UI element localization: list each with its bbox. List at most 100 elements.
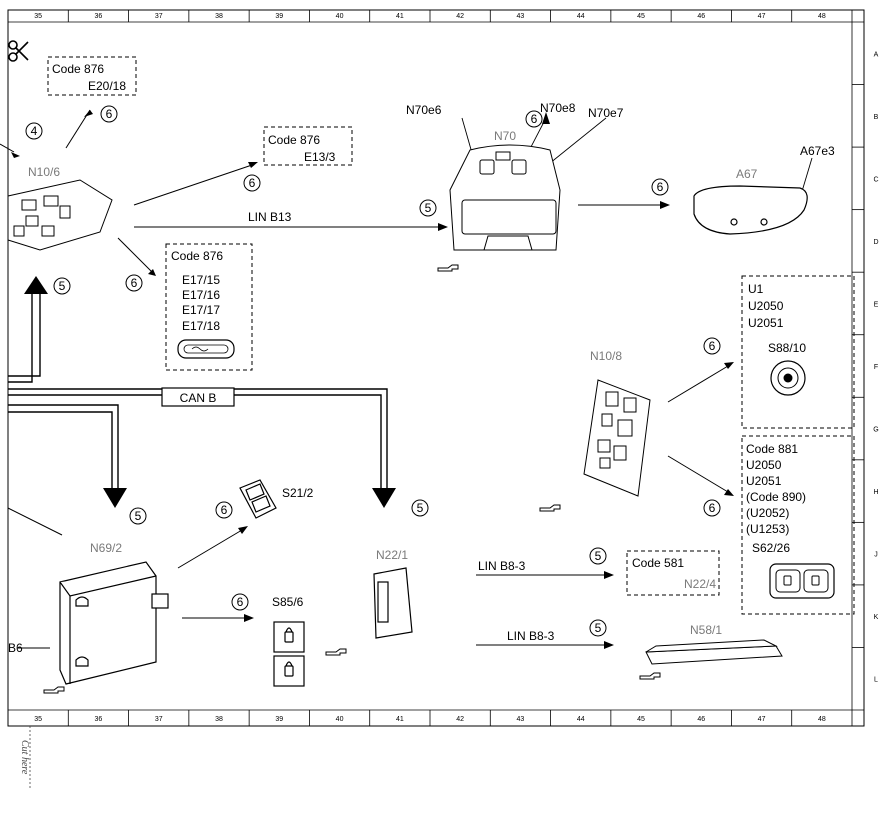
- marker-6: 6: [703, 337, 721, 355]
- marker-5: 5: [589, 547, 607, 565]
- svg-text:5: 5: [135, 509, 142, 523]
- hand-pointer-icon: [539, 504, 561, 512]
- marker-6: 6: [215, 501, 233, 519]
- code-box-e13-3: Code 876 E13/3: [263, 126, 353, 166]
- grid-column-label: 40: [336, 13, 344, 20]
- svg-text:5: 5: [595, 549, 602, 563]
- svg-text:U2050: U2050: [746, 458, 782, 472]
- n58-1-panel-icon: [645, 639, 783, 665]
- svg-text:6: 6: [657, 180, 664, 194]
- svg-text:Code 881: Code 881: [746, 442, 798, 456]
- grid-column-label: 45: [637, 13, 645, 20]
- marker-6: 6: [100, 105, 118, 123]
- svg-text:6: 6: [221, 503, 228, 517]
- grid-column-label: 48: [818, 716, 826, 723]
- lin-b8-3-label-a: LIN B8-3: [478, 559, 526, 573]
- label-s85-6: S85/6: [272, 595, 304, 609]
- a67-mirror-icon: [693, 185, 808, 235]
- grid-row-label: C: [873, 176, 878, 183]
- code-box-e17: Code 876 E17/15 E17/16 E17/17 E17/18: [165, 243, 253, 371]
- arrowhead-up: [24, 276, 48, 294]
- can-bus-label: CAN B: [180, 391, 217, 405]
- svg-text:6: 6: [709, 501, 716, 515]
- marker-5: 5: [129, 507, 147, 525]
- svg-text:Code 876: Code 876: [52, 62, 104, 76]
- code-box-code881: Code 881 U2050 U2051 (Code 890) (U2052) …: [741, 435, 855, 615]
- grid-column-label: 42: [456, 13, 464, 20]
- grid-row-label: G: [873, 427, 878, 434]
- marker-6: 6: [651, 178, 669, 196]
- grid-column-label: 35: [34, 716, 42, 723]
- svg-text:4: 4: [31, 124, 38, 138]
- marker-5: 5: [589, 619, 607, 637]
- label-a67e3: A67e3: [800, 144, 835, 158]
- n69-2-module-icon: [59, 561, 169, 685]
- grid-column-label: 39: [275, 716, 283, 723]
- hand-pointer-icon: [325, 648, 347, 656]
- grid-column-label: 48: [818, 13, 826, 20]
- grid-column-label: 41: [396, 13, 404, 20]
- svg-text:5: 5: [595, 621, 602, 635]
- label-s88-10: S88/10: [768, 341, 806, 355]
- grid-column-label: 37: [155, 716, 163, 723]
- grid-column-label: 39: [275, 13, 283, 20]
- drawing-frame: [7, 9, 865, 727]
- n10-8-module-icon: [583, 379, 651, 497]
- svg-text:(U2052): (U2052): [746, 506, 789, 520]
- svg-text:N22/4: N22/4: [684, 577, 716, 591]
- arrowhead-n69-2: [103, 488, 127, 508]
- grid-column-label: 43: [517, 13, 525, 20]
- can-bus-label-box: [161, 387, 235, 407]
- grid-column-ticks: 3535363637373838393940404141424243434444…: [34, 10, 826, 726]
- grid-column-label: 46: [697, 716, 705, 723]
- hand-pointer-icon: [437, 264, 459, 272]
- svg-text:E17/17: E17/17: [182, 303, 220, 317]
- svg-text:Code 876: Code 876: [171, 249, 223, 263]
- svg-text:U2051: U2051: [746, 474, 782, 488]
- label-n10-8: N10/8: [590, 349, 622, 363]
- svg-text:Code 581: Code 581: [632, 556, 684, 570]
- svg-text:E13/3: E13/3: [304, 150, 336, 164]
- label-s21-2: S21/2: [282, 486, 314, 500]
- marker-6: 6: [231, 593, 249, 611]
- code-box-code581: Code 581 N22/4: [626, 550, 720, 596]
- grid-column-label: 43: [517, 716, 525, 723]
- svg-text:5: 5: [425, 201, 432, 215]
- grid-row-label: A: [874, 51, 879, 58]
- svg-text:Code 876: Code 876: [268, 133, 320, 147]
- svg-text:(U1253): (U1253): [746, 522, 789, 536]
- svg-text:5: 5: [417, 501, 424, 515]
- code-box-u1: U1 U2050 U2051: [741, 275, 855, 429]
- grid-column-label: 41: [396, 716, 404, 723]
- grid-row-label: B: [874, 114, 879, 121]
- s88-10-switch-icon: [770, 360, 806, 396]
- svg-text:U1: U1: [748, 282, 764, 296]
- grid-row-label: L: [874, 677, 878, 684]
- label-n70e7: N70e7: [588, 106, 624, 120]
- label-n10-6: N10/6: [28, 165, 60, 179]
- marker-6: 6: [525, 110, 543, 128]
- s85-6-switch-icon: [273, 621, 305, 687]
- svg-text:6: 6: [249, 176, 256, 190]
- marker-5: 5: [419, 199, 437, 217]
- svg-text:6: 6: [531, 112, 538, 126]
- n70-overhead-panel-icon: [449, 144, 561, 251]
- grid-row-label: H: [873, 489, 878, 496]
- cut-here-label: Cut here: [19, 740, 30, 775]
- label-a67: A67: [736, 167, 758, 181]
- svg-text:E17/15: E17/15: [182, 273, 220, 287]
- arrowhead-n22-1: [372, 488, 396, 508]
- svg-text:U2050: U2050: [748, 299, 784, 313]
- svg-text:(Code 890): (Code 890): [746, 490, 806, 504]
- n10-6-module-icon: [7, 179, 113, 251]
- svg-text:6: 6: [131, 276, 138, 290]
- marker-5: 5: [411, 499, 429, 517]
- svg-text:E20/18: E20/18: [88, 79, 126, 93]
- n22-1-module-icon: [373, 567, 413, 639]
- hand-pointer-icon: [639, 672, 661, 680]
- svg-text:E17/16: E17/16: [182, 288, 220, 302]
- hand-pointer-icon: [43, 686, 65, 694]
- label-s62-26: S62/26: [752, 541, 790, 555]
